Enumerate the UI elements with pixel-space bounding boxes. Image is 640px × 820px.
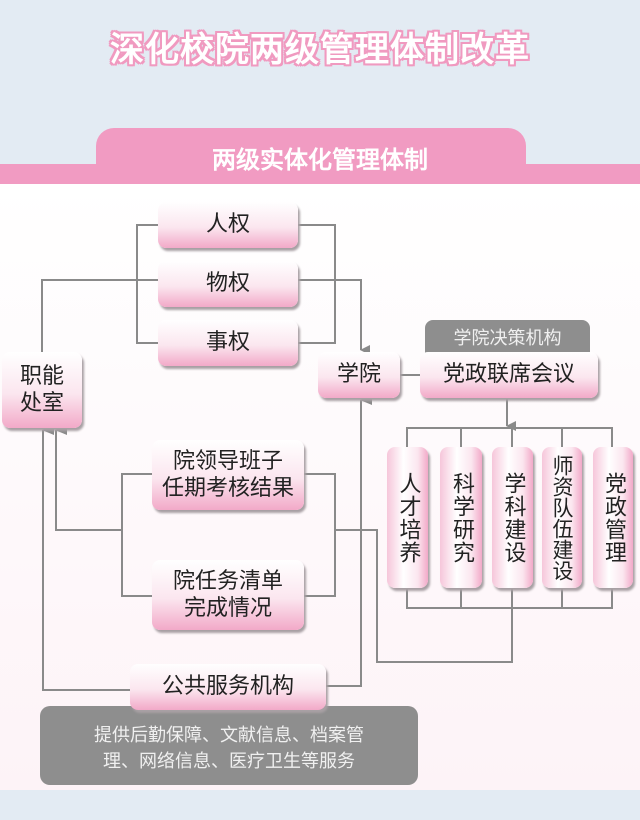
label-line: 职能	[19, 363, 64, 389]
section-title: 两级实体化管理体制	[212, 146, 428, 174]
footer-band	[0, 790, 640, 820]
decision-body-label: 学院决策机构	[425, 320, 590, 354]
desc-line: 提供后勤保障、文献信息、档案管	[94, 725, 364, 747]
node-wuquan: 物权	[158, 261, 298, 307]
node-joint-meeting: 党政联席会议	[420, 352, 598, 398]
task-talent-training: 人才培养	[387, 447, 428, 588]
main-title: 深化校院两级管理体制改革	[110, 30, 530, 70]
label-line: 院领导班子	[172, 448, 283, 474]
label-line: 处室	[19, 391, 64, 416]
node-leader-assessment: 院领导班子 任期考核结果	[152, 440, 304, 510]
public-service-description: 提供后勤保障、文献信息、档案管 理、网络信息、医疗卫生等服务	[40, 706, 418, 785]
node-renquan: 人权	[158, 202, 298, 248]
node-college: 学院	[318, 352, 400, 398]
task-party-admin: 党政管理	[593, 447, 633, 588]
node-functional-offices: 职能 处室	[2, 352, 82, 428]
node-shiquan: 事权	[158, 320, 298, 366]
label-line: 任期考核结果	[161, 476, 294, 501]
task-discipline: 学科建设	[492, 447, 533, 588]
task-faculty: 师资队伍建设	[542, 447, 582, 588]
desc-line: 理、网络信息、医疗卫生等服务	[103, 750, 355, 772]
label-line: 院任务清单	[172, 568, 283, 594]
label-line: 完成情况	[183, 596, 272, 621]
node-public-service: 公共服务机构	[130, 664, 326, 710]
node-task-list: 院任务清单 完成情况	[152, 560, 304, 630]
task-research: 科学研究	[440, 447, 482, 588]
section-strip	[0, 164, 640, 184]
